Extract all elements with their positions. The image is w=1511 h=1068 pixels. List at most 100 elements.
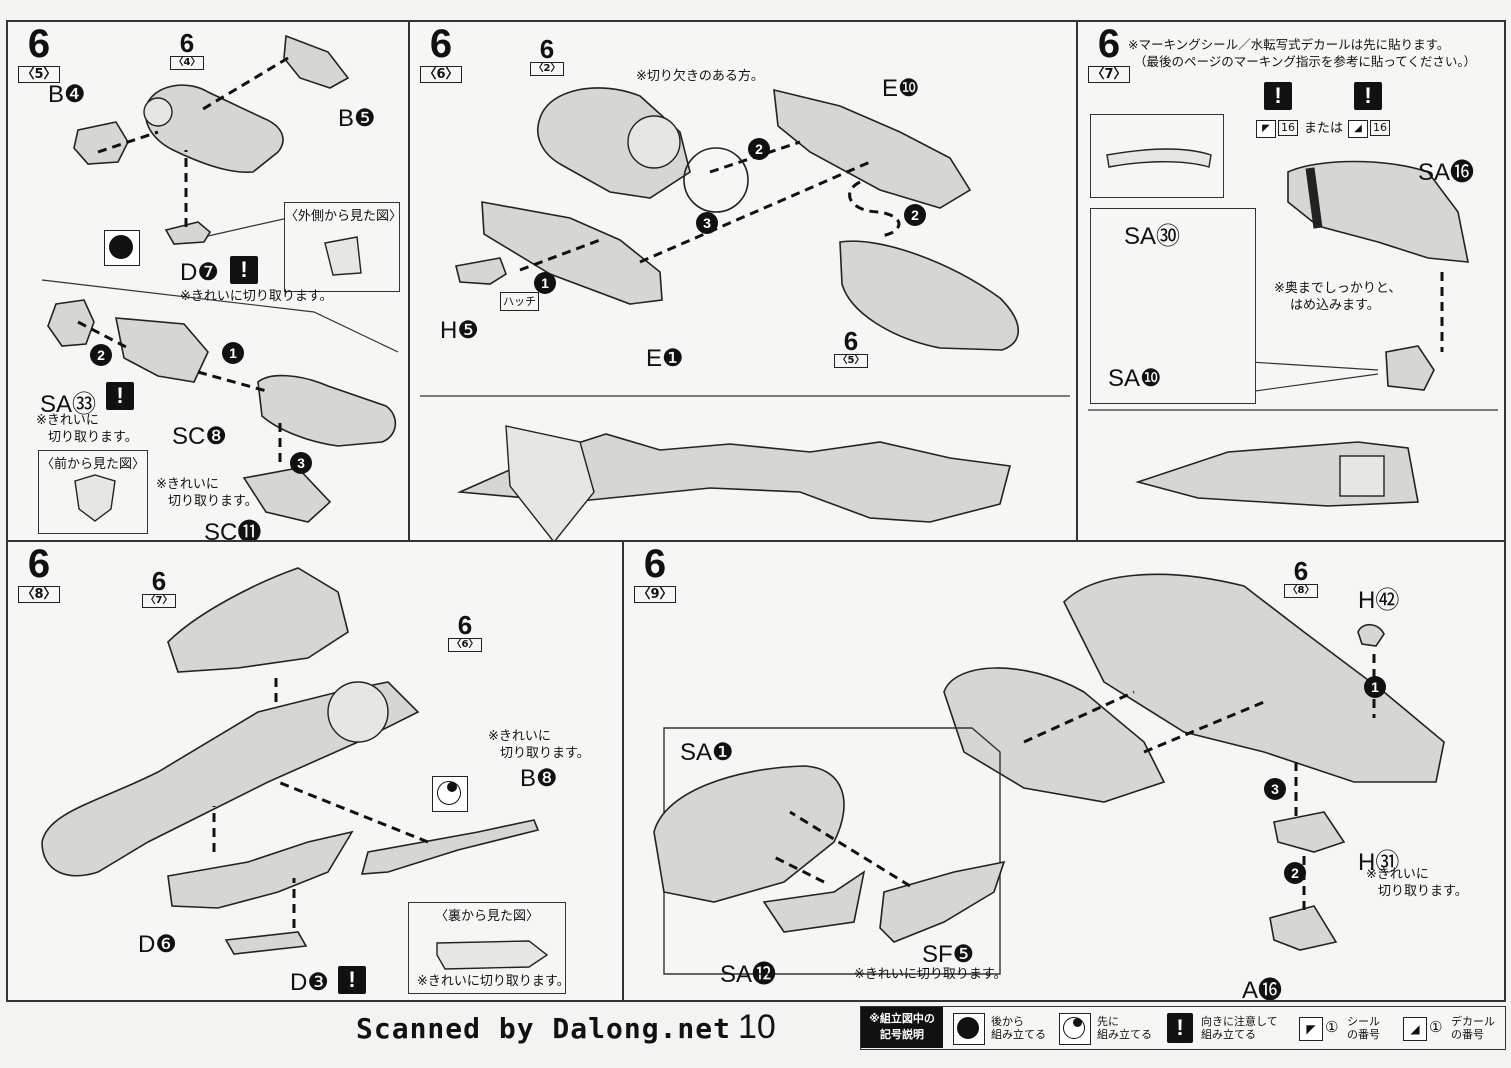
- front-view-drawing: [74, 474, 116, 522]
- note-b8: ※きれいに 切り取ります。: [488, 729, 590, 761]
- decal-number: 16: [1370, 120, 1390, 136]
- or-text: または: [1304, 121, 1344, 136]
- panel-step-6-5: 6 〈5〉 6 〈4〉 B❹ B❺ 〈外側から見た図〉 D❼ ! ※きれいに切り…: [6, 20, 410, 542]
- tag-hatch: ハッチ: [500, 292, 539, 311]
- ref-step-6-5: 6 〈5〉: [834, 328, 868, 368]
- legend-num-sticker: ①: [1325, 1018, 1339, 1036]
- panel-6-8-drawing: [41, 567, 540, 955]
- panel-6-5-drawing: [41, 34, 399, 523]
- assemble-first-icon: [1059, 1013, 1091, 1045]
- seq-step-1: 1: [1364, 676, 1386, 698]
- decal-icon: ◢: [1403, 1017, 1427, 1041]
- ref-step-6-8: 6 〈8〉: [1284, 558, 1318, 598]
- sticker-detail-inset: [1090, 114, 1224, 198]
- seq-step-2: 2: [748, 138, 770, 160]
- part-label-sf5: SF❺: [922, 941, 975, 968]
- panel-step-6-8: 6 〈8〉 6 〈7〉 6 〈6〉 ※きれいに 切り取ります。 B❽ D❻ 〈裏…: [6, 540, 624, 1002]
- seq-step-2: 2: [90, 344, 112, 366]
- ref-step-6-6: 6 〈6〉: [448, 612, 482, 652]
- part-label-b5: B❺: [338, 105, 376, 132]
- panel-step-6-9: 6 〈9〉 6 〈8〉 H㊷ 1 3 2 H㉛ ※きれいに 切り取ります。 A⓰…: [622, 540, 1506, 1002]
- assemble-later-icon: [104, 230, 140, 266]
- part-label-h42: H㊷: [1358, 587, 1400, 614]
- part-label-a16: A⓰: [1242, 977, 1283, 1002]
- seq-step-3: 3: [696, 212, 718, 234]
- sticker-detail-drawing: [1106, 148, 1212, 168]
- note-sa33: ※きれいに 切り取ります。: [36, 413, 138, 445]
- part-label-b4: B❹: [48, 81, 86, 108]
- note-sf5: ※きれいに切り取ります。: [854, 967, 1007, 982]
- ref-step-6-2: 6 〈2〉: [530, 36, 564, 76]
- seq-step-1: 1: [222, 342, 244, 364]
- step-6-9-badge: 6 〈9〉: [628, 544, 682, 603]
- step-6-8-badge: 6 〈8〉: [12, 544, 66, 603]
- caution-icon: !: [1354, 82, 1382, 110]
- panel-6-9-drawing: [653, 573, 1445, 975]
- panel-step-6-7: 6 〈7〉 ※マーキングシール／水転写式デカールは先に貼ります。 （最後のページ…: [1076, 20, 1506, 542]
- sticker-icon: ◤: [1256, 120, 1276, 138]
- outer-view-drawing: [324, 236, 362, 276]
- assemble-first-icon: [432, 776, 468, 812]
- legend-text-first: 先に組み立てる: [1097, 1015, 1152, 1041]
- part-label-d6: D❻: [138, 931, 177, 958]
- legend-num-decal: ①: [1429, 1018, 1443, 1036]
- step-6-5-badge: 6 〈5〉: [12, 24, 66, 83]
- watermark: Scanned by Dalong.net: [356, 1012, 732, 1045]
- caution-icon: !: [338, 966, 366, 994]
- part-label-sc11: SC⓫: [204, 519, 262, 542]
- seq-step-3: 3: [290, 452, 312, 474]
- seq-step-3: 3: [1264, 778, 1286, 800]
- step-6-7-badge: 6 〈7〉: [1082, 24, 1136, 83]
- legend-text-sticker: シールの番号: [1347, 1015, 1380, 1041]
- seq-step-1: 1: [534, 272, 556, 294]
- note-notch-side: ※切り欠きのある方。: [636, 69, 764, 84]
- back-view-inset: 〈裏から見た図〉 ※きれいに切り取ります。: [408, 902, 570, 994]
- note-d7: ※きれいに切り取ります。: [180, 289, 333, 304]
- legend-text-caution: 向きに注意して組み立てる: [1201, 1015, 1278, 1041]
- seq-step-2: 2: [1284, 862, 1306, 884]
- part-label-e10: E❿: [882, 75, 920, 102]
- caution-icon: !: [106, 382, 134, 410]
- panel-6-6-drawing: [420, 87, 1070, 540]
- caution-icon: !: [230, 256, 258, 284]
- part-label-sa33: SA㉝: [40, 391, 97, 418]
- page-number: 10: [738, 1008, 776, 1046]
- panel-step-6-6: 6 〈6〉 6 〈2〉 ※切り欠きのある方。 E❿ 2 3 2 1 ハッチ H❺…: [408, 20, 1078, 542]
- legend-text-later: 後から組み立てる: [991, 1015, 1046, 1041]
- part-label-d3: D❸: [290, 969, 329, 996]
- note-h31: ※きれいに 切り取ります。: [1366, 867, 1468, 899]
- part-label-h5: H❺: [440, 317, 479, 344]
- note-d3: ※きれいに切り取ります。: [417, 974, 570, 989]
- part-label-sa12: SA⓬: [720, 961, 777, 988]
- caution-icon: !: [1264, 82, 1292, 110]
- ref-step-6-7: 6 〈7〉: [142, 568, 176, 608]
- part-label-sa30: SA㉚: [1124, 223, 1181, 250]
- caution-icon: !: [1167, 1013, 1193, 1043]
- note-sticker-first: ※マーキングシール／水転写式デカールは先に貼ります。 （最後のページのマーキング…: [1128, 37, 1477, 69]
- part-label-sa16: SA⓰: [1418, 159, 1475, 186]
- part-label-h31: H㉛: [1358, 849, 1400, 876]
- sticker-number: 16: [1278, 120, 1298, 136]
- step-6-6-badge: 6 〈6〉: [414, 24, 468, 83]
- sticker-icon: ◤: [1299, 1017, 1323, 1041]
- outer-view-inset: 〈外側から見た図〉: [284, 202, 402, 292]
- seq-step-2b: 2: [904, 204, 926, 226]
- note-sc11: ※きれいに 切り取ります。: [156, 477, 258, 509]
- part-label-sc8: SC❽: [172, 423, 227, 450]
- fit-detail-inset: [1090, 208, 1256, 404]
- part-label-sa10: SA❿: [1108, 365, 1162, 392]
- part-label-d7: D❼: [180, 259, 219, 286]
- legend-title: ※組立図中の記号説明: [861, 1007, 943, 1048]
- symbol-legend: ※組立図中の記号説明 後から組み立てる 先に組み立てる ! 向きに注意して組み立…: [860, 1006, 1506, 1050]
- front-view-inset: 〈前から見た図〉: [38, 450, 148, 534]
- back-view-drawing: [436, 940, 549, 970]
- assemble-later-icon: [953, 1013, 985, 1045]
- legend-text-decal: デカールの番号: [1451, 1015, 1495, 1041]
- part-label-b8: B❽: [520, 765, 558, 792]
- part-label-sa1: SA❶: [680, 739, 734, 766]
- ref-step-6-4: 6 〈4〉: [170, 30, 204, 70]
- note-fit-deep: ※奥までしっかりと、 はめ込みます。: [1274, 281, 1402, 313]
- substep-label: 〈5〉: [18, 66, 60, 83]
- decal-icon: ◢: [1348, 120, 1368, 138]
- part-label-e1: E❶: [646, 345, 684, 372]
